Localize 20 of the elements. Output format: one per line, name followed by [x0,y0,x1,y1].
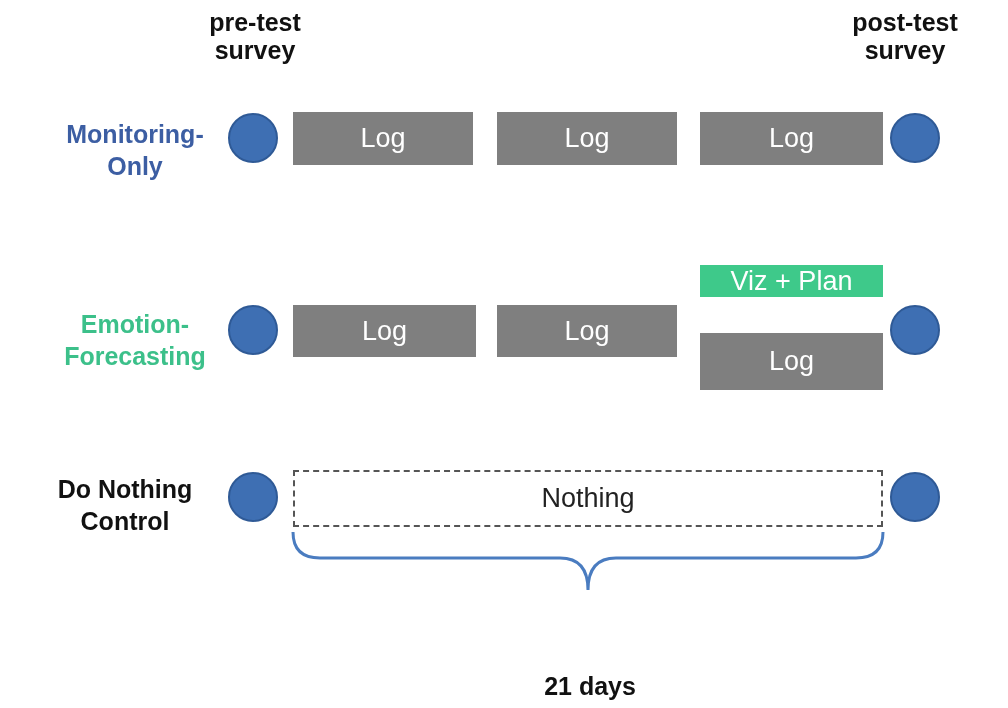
group-label: Monitoring-Only [65,119,205,182]
phase-box: Log [293,305,476,357]
phase-box: Log [700,112,883,165]
survey-circle [228,113,278,163]
survey-circle [890,305,940,355]
phase-box: Log [293,112,473,165]
duration-label: 21 days [543,671,637,702]
phase-box: Log [497,305,677,357]
survey-circle [228,305,278,355]
group-label: Emotion-Forecasting [63,309,207,372]
survey-heading: post-test survey [851,8,959,64]
phase-box: Nothing [293,470,883,527]
survey-circle [228,472,278,522]
phase-box: Log [497,112,677,165]
survey-circle [890,113,940,163]
phase-box: Log [700,333,883,390]
phase-box: Viz + Plan [700,265,883,297]
group-label: Do Nothing Control [56,474,194,537]
survey-circle [890,472,940,522]
survey-heading: pre-test survey [208,8,302,64]
